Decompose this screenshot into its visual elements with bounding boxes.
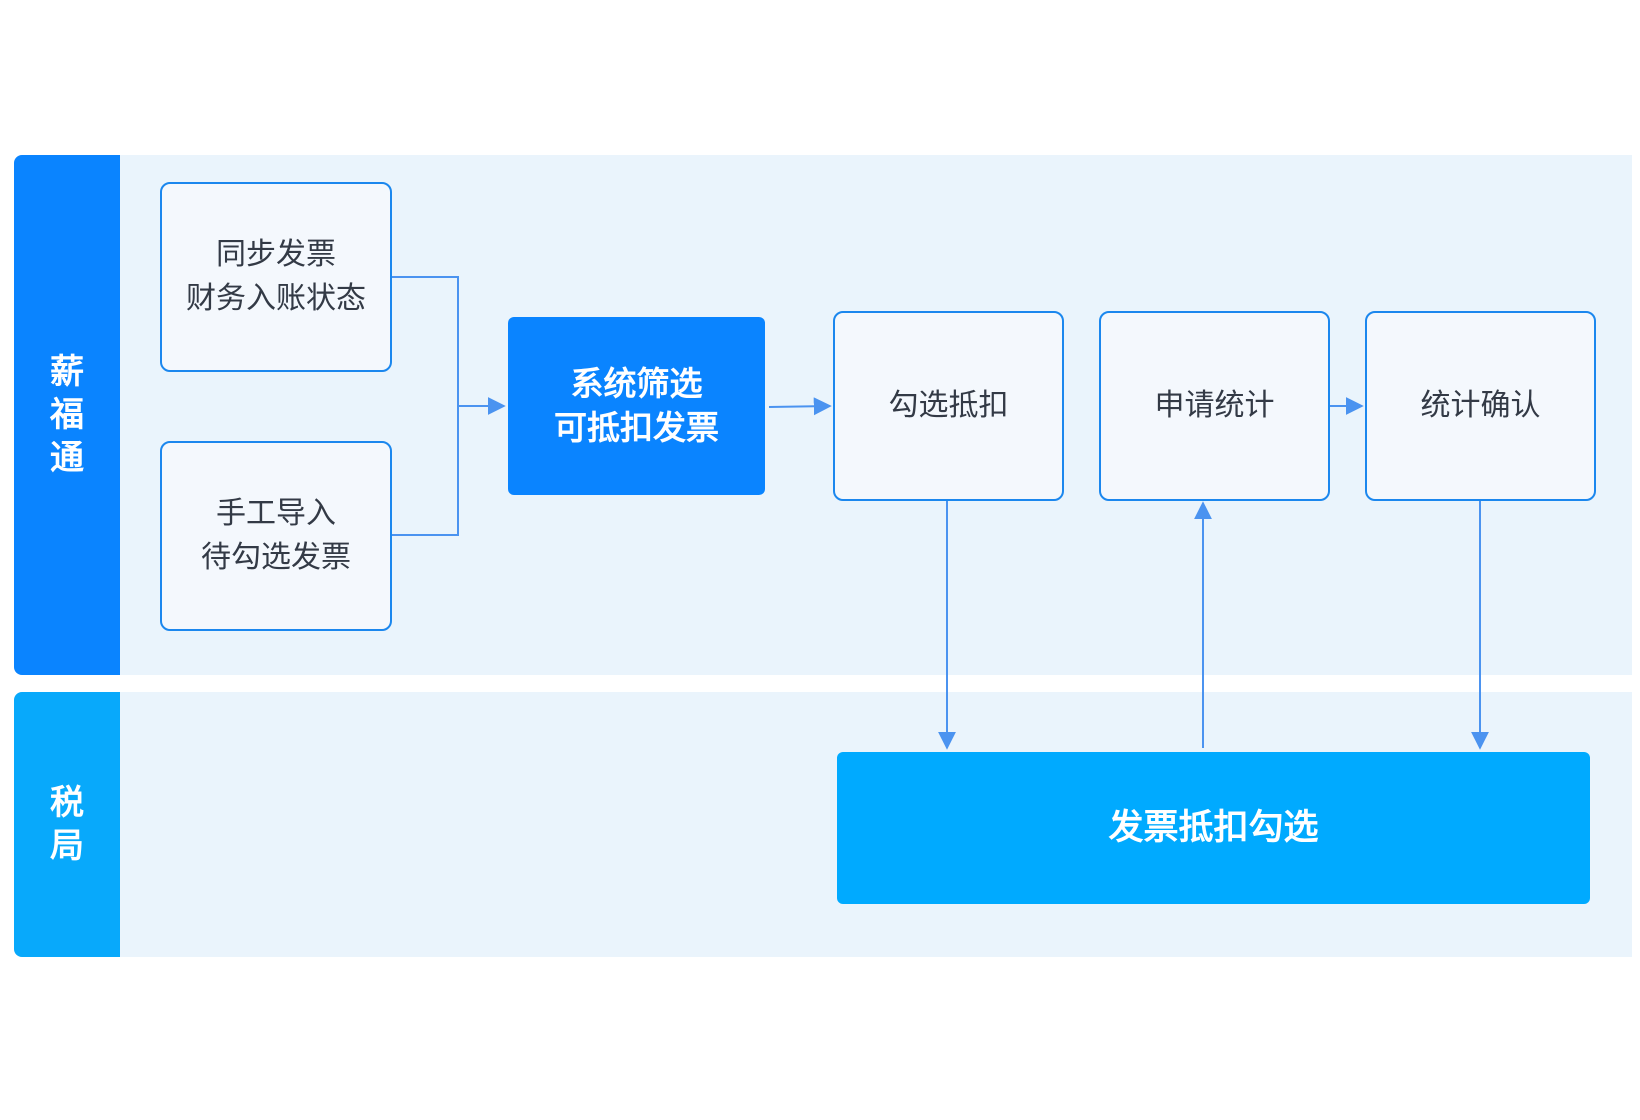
node-sync-invoice-label: 同步发票 财务入账状态 — [186, 237, 366, 316]
node-system-filter-label: 系统筛选 可抵扣发票 — [554, 364, 719, 447]
node-tax-deduct-check-label: 发票抵扣勾选 — [1108, 808, 1319, 848]
node-system-filter: 系统筛选 可抵扣发票 — [508, 317, 765, 495]
lane-header-xinfutong: 薪福通 — [14, 155, 120, 675]
node-check-deduct: 勾选抵扣 — [833, 311, 1064, 501]
node-tax-deduct-check: 发票抵扣勾选 — [837, 752, 1590, 904]
lane-label-xinfutong: 薪福通 — [50, 351, 84, 478]
lane-label-shuiju: 税局 — [50, 782, 84, 866]
node-check-deduct-label: 勾选抵扣 — [888, 388, 1009, 423]
node-confirm-stats-label: 统计确认 — [1420, 388, 1541, 423]
node-sync-invoice: 同步发票 财务入账状态 — [160, 182, 392, 372]
lane-header-shuiju: 税局 — [14, 692, 120, 957]
node-apply-stats: 申请统计 — [1099, 311, 1330, 501]
node-manual-import: 手工导入 待勾选发票 — [160, 441, 392, 631]
node-confirm-stats: 统计确认 — [1365, 311, 1596, 501]
node-apply-stats-label: 申请统计 — [1154, 388, 1275, 423]
node-manual-import-label: 手工导入 待勾选发票 — [201, 496, 351, 575]
